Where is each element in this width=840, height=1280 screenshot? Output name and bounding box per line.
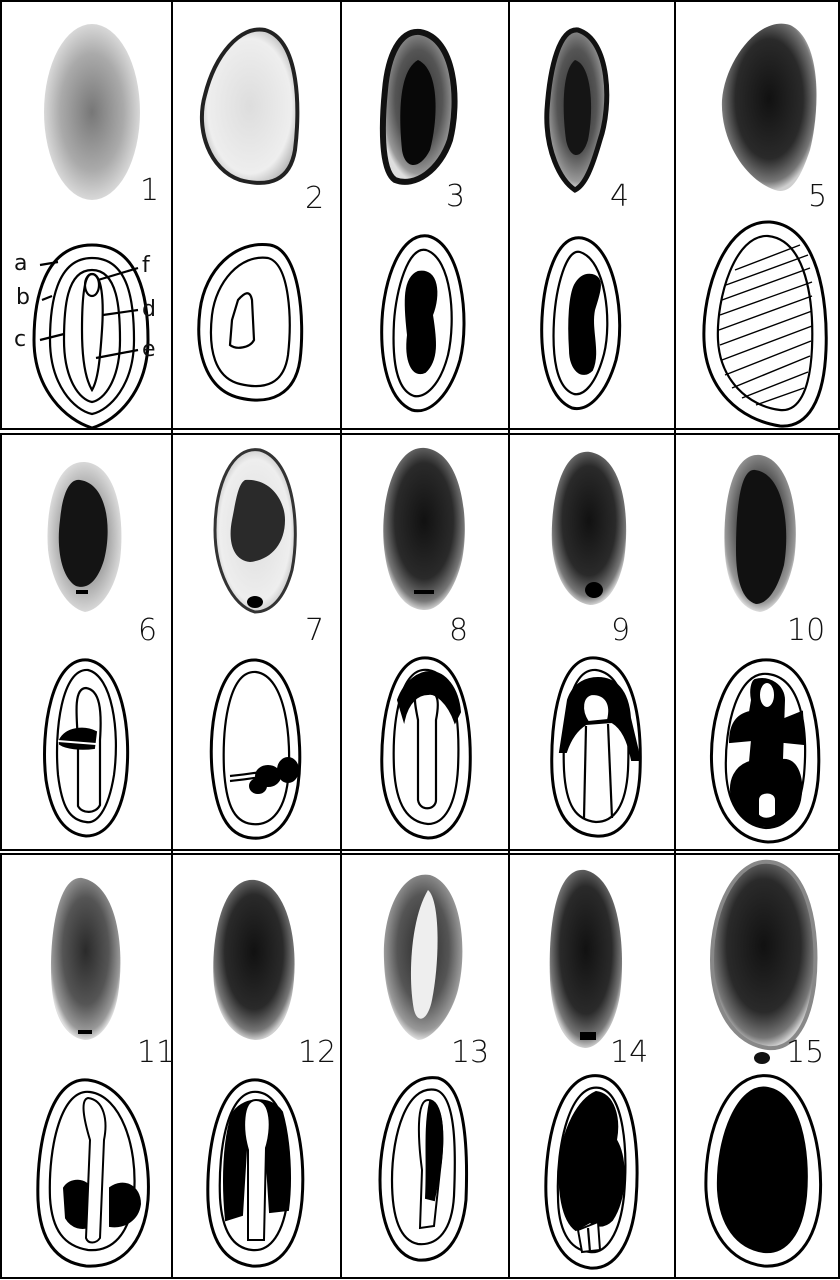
panel-14: 14 xyxy=(546,870,648,1268)
seed-diagram xyxy=(546,1076,637,1268)
panel-number: 15 xyxy=(786,1035,824,1070)
seed-photo xyxy=(712,862,815,1048)
panel-10: 10 xyxy=(711,455,825,842)
seed-diagram xyxy=(382,236,464,411)
panel-7: 7 xyxy=(211,450,324,839)
panel-number: 5 xyxy=(808,179,827,214)
seed-diagram xyxy=(45,660,128,836)
panel-6: 6 xyxy=(45,462,158,836)
panel-number: 11 xyxy=(137,1035,175,1070)
seed-diagram xyxy=(704,222,826,426)
seed-photo xyxy=(213,880,294,1040)
label-b: b xyxy=(16,285,30,310)
seed-diagram xyxy=(706,1076,821,1267)
panel-15: 15 xyxy=(706,862,824,1266)
panel-number: 4 xyxy=(610,179,629,214)
label-e: e xyxy=(142,337,156,362)
panel-8: 8 xyxy=(382,448,470,838)
seed-diagram xyxy=(38,1080,149,1266)
seed-diagram xyxy=(552,658,641,836)
panel-number: 8 xyxy=(449,613,468,648)
label-a: a xyxy=(14,251,27,276)
panel-number: 3 xyxy=(446,179,465,214)
panel-number: 12 xyxy=(298,1035,336,1070)
seed-diagram xyxy=(542,238,620,409)
seed-diagram xyxy=(199,244,302,400)
seed-diagram xyxy=(211,660,300,838)
seed-diagram xyxy=(711,660,818,842)
panel-1: 1 a b c f d e xyxy=(14,24,159,428)
panel-number: 10 xyxy=(787,613,825,648)
panel-number: 6 xyxy=(138,613,157,648)
seed-photo xyxy=(51,878,120,1040)
panel-number: 7 xyxy=(305,613,324,648)
label-c: c xyxy=(14,327,26,352)
panel-number: 13 xyxy=(451,1035,489,1070)
panel-12: 12 xyxy=(208,880,336,1266)
label-d: d xyxy=(142,297,156,322)
panel-number: 9 xyxy=(611,613,630,648)
panel-13: 13 xyxy=(380,875,489,1261)
seed-photo xyxy=(383,448,465,610)
seed-diagram xyxy=(34,245,148,428)
panel-number: 14 xyxy=(610,1035,648,1070)
panel-11: 11 xyxy=(38,878,175,1266)
panel-9: 9 xyxy=(552,452,641,836)
panel-3: 3 xyxy=(382,32,465,411)
seed-photo xyxy=(552,452,626,605)
seed-diagram xyxy=(208,1080,303,1266)
panel-5: 5 xyxy=(704,24,827,427)
panel-number: 2 xyxy=(305,181,324,216)
seed-diagram xyxy=(380,1078,467,1261)
label-f: f xyxy=(142,253,151,278)
panel-number: 1 xyxy=(140,173,159,208)
seed-diagram xyxy=(382,658,470,838)
seed-photo xyxy=(202,29,297,182)
panel-2: 2 xyxy=(199,29,324,400)
panel-4: 4 xyxy=(542,30,629,409)
seed-photo xyxy=(44,24,140,200)
seed-photo xyxy=(550,870,622,1048)
seed-photo xyxy=(722,24,817,191)
